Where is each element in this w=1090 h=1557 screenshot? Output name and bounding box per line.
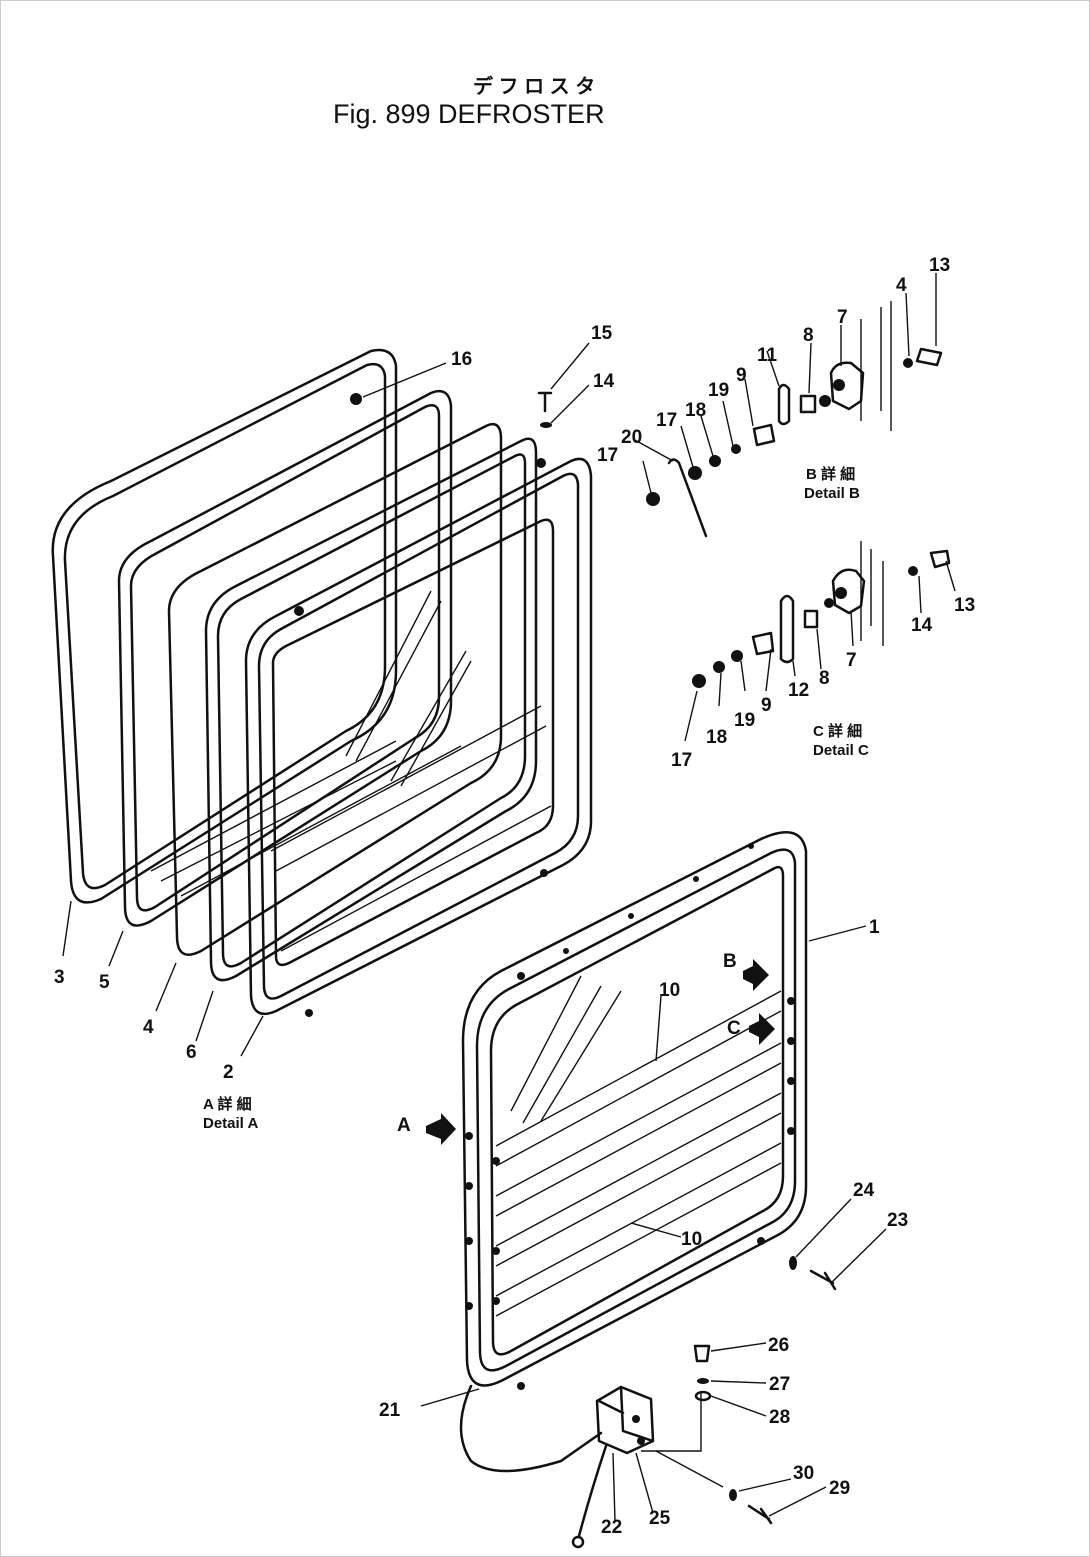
- switch-box-part-22: [459, 1384, 724, 1549]
- callout-24: 24: [853, 1180, 875, 1201]
- callout-c-12: 12: [788, 680, 809, 701]
- callout-c-18: 18: [706, 727, 727, 748]
- callout-4: 4: [143, 1017, 154, 1038]
- frame-part-4: [167, 422, 503, 956]
- callout-29: 29: [829, 1478, 850, 1499]
- screw-part-15: [537, 391, 553, 413]
- callout-b-9: 9: [736, 365, 747, 386]
- callout-16-top: 16: [451, 349, 472, 370]
- callout-5: 5: [99, 972, 110, 993]
- bolt-parts-23-24: [789, 1256, 837, 1291]
- callout-26: 26: [768, 1335, 789, 1356]
- detail-b-label: Detail B: [804, 485, 860, 502]
- callout-b-17b: 17: [597, 445, 618, 466]
- callout-c-8: 8: [819, 668, 830, 689]
- callout-b-4: 4: [896, 275, 907, 296]
- frame-part-6: [204, 437, 538, 982]
- callout-c-17: 17: [671, 750, 692, 771]
- defroster-frame-part-1: [461, 831, 808, 1390]
- callout-14-top: 14: [593, 371, 615, 392]
- arrow-c-icon: [749, 1013, 775, 1045]
- detail-c-label: Detail C: [813, 742, 869, 759]
- callout-21: 21: [379, 1400, 401, 1421]
- callout-c-13: 13: [954, 595, 975, 616]
- callout-25: 25: [649, 1508, 671, 1529]
- callout-10-bottom: 10: [681, 1229, 702, 1250]
- detail-b-jp: B 詳 細: [806, 465, 855, 483]
- callout-b-13: 13: [929, 255, 950, 276]
- arrow-a-label: A: [397, 1115, 411, 1136]
- frame-part-3: [51, 348, 398, 904]
- callout-2: 2: [223, 1062, 234, 1083]
- callout-c-9: 9: [761, 695, 772, 716]
- callout-15: 15: [591, 323, 613, 344]
- arrow-c-label: C: [727, 1018, 741, 1039]
- callout-3: 3: [54, 967, 65, 988]
- arrow-b-label: B: [723, 951, 737, 972]
- figure-katakana-title: デ フ ロ ス タ: [473, 74, 595, 98]
- detail-c-jp: C 詳 細: [813, 722, 862, 740]
- frame-part-2: [150, 457, 593, 1017]
- callout-c-19: 19: [734, 710, 755, 731]
- callout-1: 1: [869, 917, 880, 938]
- callout-b-7: 7: [837, 307, 848, 328]
- callout-c-14: 14: [911, 615, 933, 636]
- callout-b-8: 8: [803, 325, 814, 346]
- callout-b-18: 18: [685, 400, 706, 421]
- callout-6: 6: [186, 1042, 197, 1063]
- callout-c-7: 7: [846, 650, 857, 671]
- arrow-b-icon: [743, 959, 769, 991]
- callout-23: 23: [887, 1210, 908, 1231]
- callout-30: 30: [793, 1463, 814, 1484]
- arrow-a-icon: [426, 1113, 456, 1145]
- callout-b-19: 19: [708, 380, 729, 401]
- callout-b-20: 20: [621, 427, 642, 448]
- detail-b-assembly: [646, 301, 943, 538]
- small-parts-26-30: [693, 1344, 773, 1525]
- callout-10-top: 10: [659, 980, 680, 1001]
- detail-a-label: Detail A: [203, 1115, 258, 1132]
- callout-22: 22: [601, 1517, 622, 1538]
- callout-28: 28: [769, 1407, 790, 1428]
- detail-c-assembly: [692, 541, 951, 688]
- callout-b-17: 17: [656, 410, 677, 431]
- callout-27: 27: [769, 1374, 790, 1395]
- detail-a-jp: A 詳 細: [203, 1095, 252, 1113]
- figure-title: Fig. 899 DEFROSTER: [333, 99, 605, 129]
- callout-b-11: 11: [757, 345, 778, 366]
